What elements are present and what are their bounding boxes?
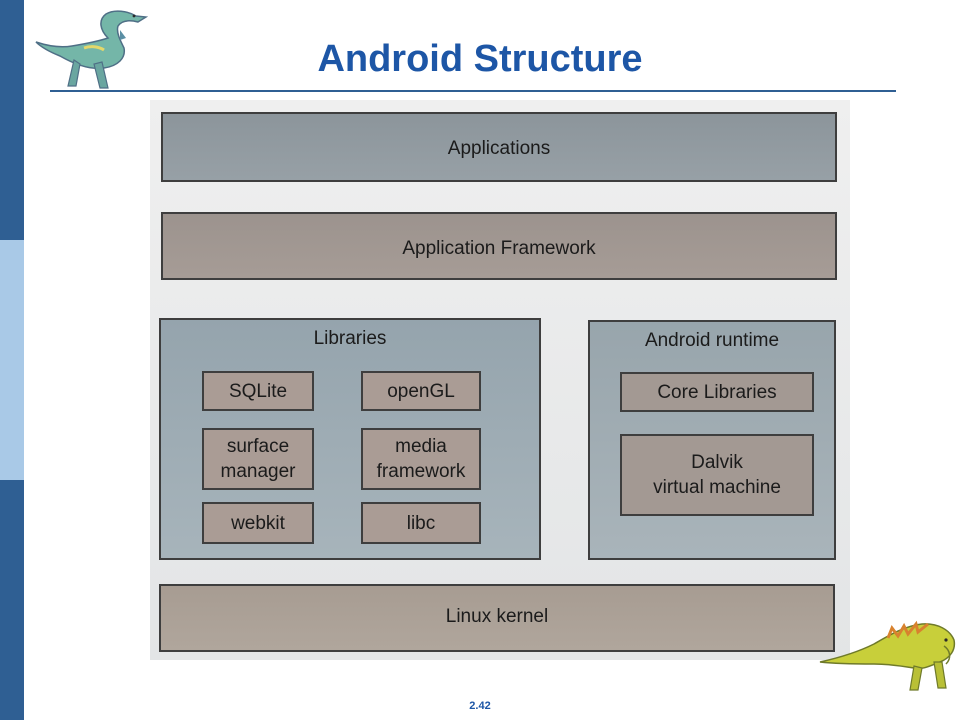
dalvik-line-1: Dalvik	[691, 452, 743, 473]
dinosaur-logo-icon	[35, 10, 148, 89]
sidebar-segment-middle	[0, 240, 24, 480]
applications-layer: Applications	[161, 112, 837, 182]
libraries-label: Libraries	[313, 328, 387, 349]
sidebar-segment-top	[0, 0, 24, 240]
dinosaur-mascot-icon	[819, 620, 956, 691]
opengl-label: openGL	[387, 380, 455, 402]
linux-kernel-label: Linux kernel	[445, 606, 549, 627]
libc-label: libc	[406, 512, 436, 534]
opengl-box: openGL	[361, 371, 481, 411]
media-framework-box: media framework	[361, 428, 481, 490]
sqlite-label: SQLite	[228, 380, 288, 402]
surface-manager-line-2: manager	[220, 461, 296, 482]
page-number: 2.42	[469, 700, 491, 712]
webkit-label: webkit	[231, 512, 285, 534]
sidebar-segment-bottom	[0, 480, 24, 720]
application-framework-label: Application Framework	[402, 238, 596, 259]
core-libraries-label: Core Libraries	[657, 381, 777, 403]
webkit-box: webkit	[202, 502, 314, 544]
libraries-layer: Libraries SQLite openGL surface manager …	[159, 318, 541, 560]
title-divider	[50, 90, 896, 92]
sqlite-box: SQLite	[202, 371, 314, 411]
android-runtime-label: Android runtime	[644, 330, 780, 351]
media-framework-line-1: media	[395, 436, 447, 457]
surface-manager-line-1: surface	[226, 436, 290, 457]
media-framework-line-2: framework	[376, 461, 466, 482]
android-runtime-layer: Android runtime Core Libraries Dalvik vi…	[588, 320, 836, 560]
libc-box: libc	[361, 502, 481, 544]
dalvik-line-2: virtual machine	[653, 477, 781, 498]
linux-kernel-layer: Linux kernel	[159, 584, 835, 652]
applications-label: Applications	[447, 138, 551, 159]
dalvik-vm-box: Dalvik virtual machine	[620, 434, 814, 516]
core-libraries-box: Core Libraries	[620, 372, 814, 412]
application-framework-layer: Application Framework	[161, 212, 837, 280]
slide-title: Android Structure	[317, 38, 643, 80]
surface-manager-box: surface manager	[202, 428, 314, 490]
